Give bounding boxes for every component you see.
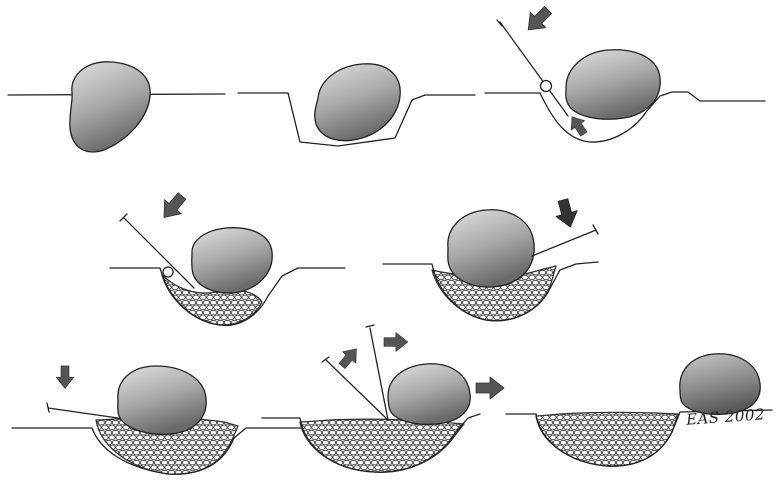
panel-3 <box>485 2 765 142</box>
boulder-icon <box>448 210 534 287</box>
boulder-icon <box>388 364 470 425</box>
panel-7 <box>262 325 480 472</box>
boulder-icon <box>192 228 272 293</box>
lever-bar-icon <box>326 360 388 420</box>
panel-4 <box>110 189 345 325</box>
fulcrum-pebble-icon <box>541 81 552 92</box>
boulder-icon <box>680 354 760 415</box>
pebble-fill-icon <box>536 413 678 467</box>
boulder-icon <box>70 62 150 152</box>
boulder-icon <box>566 50 660 119</box>
lever-bar-icon <box>532 230 596 256</box>
arrow-icon <box>384 333 408 352</box>
pebble-fill-icon <box>300 419 464 472</box>
arrow-icon <box>476 377 504 399</box>
panel-5 <box>383 197 598 321</box>
lever-bar-icon <box>48 408 118 418</box>
panel-1 <box>8 62 225 152</box>
arrow-icon <box>552 197 580 230</box>
boulder-icon <box>315 64 400 141</box>
lever-bar-icon <box>124 218 194 288</box>
panel-6 <box>12 366 310 474</box>
boulder-icon <box>118 366 206 434</box>
arrow-icon <box>335 343 363 371</box>
lever-bar-icon <box>500 22 568 116</box>
panel-2 <box>238 64 475 146</box>
fulcrum-pebble-icon <box>163 267 173 277</box>
arrow-icon <box>56 366 74 388</box>
arrow-icon <box>156 189 191 225</box>
arrow-icon <box>520 2 555 37</box>
